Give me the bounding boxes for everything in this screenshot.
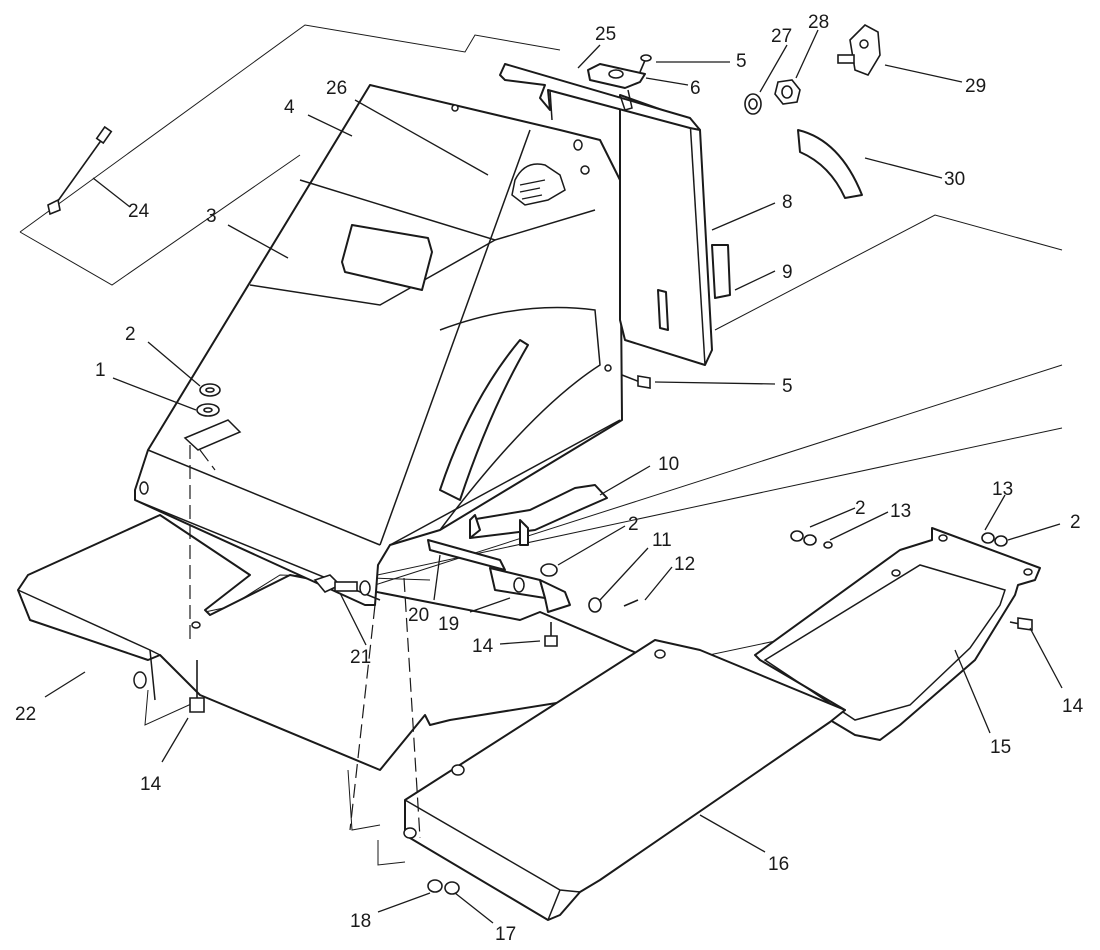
- callout-26: 26: [326, 78, 347, 99]
- callout-16: 16: [768, 854, 789, 875]
- cotter-pin-icon: [623, 599, 639, 607]
- callout-25: 25: [595, 24, 616, 45]
- callout-6: 6: [690, 78, 701, 99]
- bolt-icon: [544, 622, 558, 647]
- bolt-icon: [639, 54, 652, 73]
- callout-2: 2: [1070, 512, 1081, 533]
- callout-3: 3: [206, 206, 217, 227]
- callout-27: 27: [771, 26, 792, 47]
- callout-15: 15: [990, 737, 1011, 758]
- bolt-icon: [313, 574, 358, 593]
- screw-icon: [47, 125, 113, 216]
- bolt-icon: [621, 374, 651, 389]
- callout-24: 24: [128, 201, 150, 222]
- callout-9: 9: [782, 262, 793, 283]
- callout-20: 20: [408, 605, 429, 626]
- top-bracket: [499, 63, 701, 131]
- callout-13: 13: [992, 479, 1013, 500]
- callout-10: 10: [658, 454, 679, 475]
- pivot-rod: [427, 539, 571, 613]
- bolt-icon: [1009, 617, 1033, 631]
- rear-right-cover: [754, 527, 1041, 741]
- washer-icon: [427, 879, 460, 895]
- washer-icon: [588, 597, 602, 613]
- callout-5: 5: [736, 51, 747, 72]
- callout-14: 14: [140, 774, 162, 795]
- callout-labels: 1 2 3 4 26 25 5 6 27 28 29 30 8 9 5 24 1…: [15, 12, 1084, 945]
- callout-5: 5: [782, 376, 793, 397]
- callout-17: 17: [495, 924, 516, 945]
- callout-28: 28: [808, 12, 829, 33]
- callout-14: 14: [1062, 696, 1084, 717]
- bolt-icon: [189, 660, 205, 713]
- callout-11: 11: [652, 530, 672, 551]
- callout-30: 30: [944, 169, 965, 190]
- nut-icon: [540, 563, 558, 577]
- front-right-panel: [403, 639, 846, 921]
- callout-13: 13: [890, 501, 911, 522]
- callout-12: 12: [674, 554, 695, 575]
- callout-22: 22: [15, 704, 36, 725]
- callout-2: 2: [628, 514, 639, 535]
- callout-2: 2: [855, 498, 866, 519]
- switch-icon: [837, 24, 881, 76]
- nut-icon: [790, 530, 833, 549]
- nut-icon: [981, 532, 1008, 547]
- washer-icon: [744, 93, 762, 115]
- indicator-plate: [797, 129, 863, 199]
- weld-nut-plate: [183, 419, 242, 451]
- callout-8: 8: [782, 192, 793, 213]
- callout-14: 14: [472, 636, 494, 657]
- nut-icon: [774, 79, 801, 105]
- leader-lines: [44, 29, 1063, 924]
- callout-21: 21: [350, 647, 371, 668]
- alignment-line: [189, 445, 421, 839]
- handle-lever: [469, 484, 608, 546]
- main-housing: [134, 84, 623, 606]
- callout-2: 2: [125, 324, 136, 345]
- callout-19: 19: [438, 614, 459, 635]
- rear-vertical-panel: [604, 94, 731, 372]
- washer-icon: [196, 403, 220, 417]
- callout-18: 18: [350, 911, 371, 932]
- nut-icon: [199, 383, 221, 397]
- callout-29: 29: [965, 76, 986, 97]
- callout-4: 4: [284, 97, 295, 118]
- callout-1: 1: [95, 360, 106, 381]
